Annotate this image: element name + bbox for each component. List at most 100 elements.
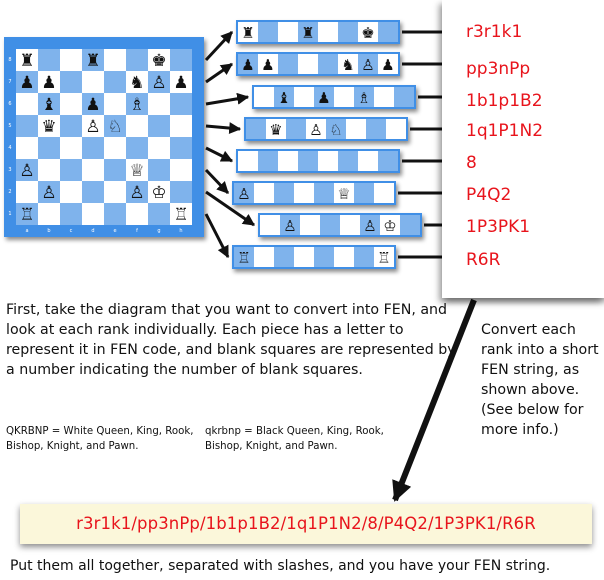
final-note: Put them all together, separated with sl… <box>10 558 551 574</box>
black-rook-icon: ♜ <box>19 51 34 71</box>
board-to-strip-arrow <box>205 122 242 135</box>
strip-square <box>314 87 334 107</box>
rank-fen-5: 1q1P1N2 <box>466 121 544 141</box>
strip-square <box>260 215 280 235</box>
black-pawn-icon: ♟ <box>173 73 188 93</box>
strip-square <box>314 183 334 203</box>
board-square <box>170 181 192 203</box>
rank-fen-6: 1b1p1B2 <box>466 91 543 111</box>
board-to-strip-arrow <box>204 213 230 259</box>
white-pawn-icon: ♙ <box>19 161 34 181</box>
strip-square <box>334 247 354 267</box>
board-square <box>126 181 148 203</box>
strip-square <box>254 87 274 107</box>
strip-square <box>234 247 254 267</box>
file-label: e <box>113 228 116 234</box>
white-pawn-icon: ♙ <box>283 217 296 235</box>
strip-square <box>338 22 358 42</box>
board-square <box>104 137 126 159</box>
strip-square <box>274 183 294 203</box>
strip-square <box>294 87 314 107</box>
strip-square <box>374 247 394 267</box>
black-rook-icon: ♜ <box>301 24 314 42</box>
board-square <box>104 159 126 181</box>
black-queen-icon: ♛ <box>41 117 56 137</box>
strip-square <box>378 151 398 171</box>
board-square <box>148 203 170 225</box>
white-knight-icon: ♘ <box>329 121 342 139</box>
black-queen-icon: ♛ <box>269 121 282 139</box>
rank-label: 5 <box>8 123 11 129</box>
strip-square <box>378 54 398 74</box>
white-pawn-icon: ♙ <box>41 183 56 203</box>
rank-fen-3: P4Q2 <box>466 185 512 205</box>
strip-square <box>346 119 366 139</box>
black-pawn-icon: ♟ <box>241 56 254 74</box>
strip-square <box>294 183 314 203</box>
strip-square <box>394 87 414 107</box>
board-square <box>60 181 82 203</box>
board-square <box>104 93 126 115</box>
strip-square <box>318 151 338 171</box>
rank-label: 3 <box>8 167 11 173</box>
board-square <box>148 71 170 93</box>
strip-square <box>298 54 318 74</box>
strip-square <box>326 119 346 139</box>
board-square <box>16 181 38 203</box>
board-square <box>16 49 38 71</box>
strip-square <box>334 87 354 107</box>
board-square <box>170 49 192 71</box>
strip-square <box>258 151 278 171</box>
white-pawn-icon: ♙ <box>151 73 166 93</box>
board-square <box>148 159 170 181</box>
black-pawn-icon: ♟ <box>85 95 100 115</box>
white-queen-icon: ♕ <box>129 161 144 181</box>
strip-square <box>378 22 398 42</box>
black-king-icon: ♚ <box>361 24 374 42</box>
board-square <box>60 159 82 181</box>
board-square <box>60 71 82 93</box>
board-square <box>60 203 82 225</box>
strip-square <box>258 54 278 74</box>
black-knight-icon: ♞ <box>341 56 354 74</box>
strip-square <box>318 22 338 42</box>
board-square <box>82 49 104 71</box>
white-rook-icon: ♖ <box>173 205 188 225</box>
strip-square <box>334 183 354 203</box>
strip-square <box>306 119 326 139</box>
strip-square <box>366 119 386 139</box>
strip-square <box>246 119 266 139</box>
black-bishop-icon: ♝ <box>41 95 56 115</box>
board-square <box>82 203 104 225</box>
strip-square <box>254 247 274 267</box>
board-square <box>148 115 170 137</box>
strip-square <box>386 119 406 139</box>
file-label: g <box>157 228 160 234</box>
legend-black-pieces: qkrbnp = Black Queen, King, Rook, Bishop… <box>205 426 384 452</box>
black-king-icon: ♚ <box>151 51 166 71</box>
board-square <box>148 181 170 203</box>
strip-square <box>300 215 320 235</box>
strip-square <box>238 151 258 171</box>
board-square <box>16 137 38 159</box>
white-king-icon: ♔ <box>383 217 396 235</box>
strip-square <box>320 215 340 235</box>
board-square <box>148 49 170 71</box>
rank-fen-8: r3r1k1 <box>466 22 523 42</box>
board-square <box>82 115 104 137</box>
rank-label: 6 <box>8 101 11 107</box>
board-square <box>38 71 60 93</box>
white-pawn-icon: ♙ <box>129 183 144 203</box>
rank-fen-1: R6R <box>466 250 501 270</box>
board-square <box>170 71 192 93</box>
black-pawn-icon: ♟ <box>317 89 330 107</box>
board-square <box>16 115 38 137</box>
board-square <box>104 115 126 137</box>
strip-square <box>266 119 286 139</box>
board-to-strip-arrow <box>205 146 234 163</box>
strip-square <box>254 183 274 203</box>
strip-square <box>274 247 294 267</box>
board-square <box>82 71 104 93</box>
strip-square <box>340 215 360 235</box>
